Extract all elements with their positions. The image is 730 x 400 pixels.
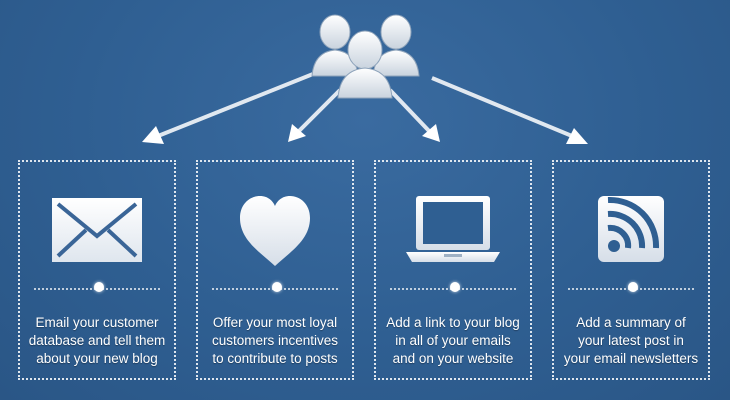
- card-text: Email your customer database and tell th…: [24, 314, 170, 368]
- card-text-line: Add a link to your blog: [386, 315, 520, 330]
- arrow-to-card-1: [142, 70, 319, 144]
- users-group-icon: [311, 14, 420, 99]
- card-text-line: Add a summary of: [576, 315, 686, 330]
- card-text-line: customers incentives: [211, 333, 339, 348]
- rss-icon: [598, 196, 664, 262]
- card-text-line: your email newsletters: [563, 351, 699, 366]
- card-dot: [272, 282, 282, 292]
- card-text-line: and on your website: [392, 351, 514, 366]
- heart-icon: [240, 196, 310, 266]
- card-offer-incentives: Offer your most loyal customers incentiv…: [196, 160, 354, 380]
- card-text-line: in all of your emails: [395, 333, 511, 348]
- card-add-link: Add a link to your blog in all of your e…: [374, 160, 532, 380]
- card-dot: [628, 282, 638, 292]
- card-text-line: Offer your most loyal: [212, 315, 338, 330]
- card-text-line: to contribute to posts: [212, 351, 338, 366]
- card-text: Offer your most loyal customers incentiv…: [202, 314, 348, 368]
- envelope-icon: [52, 198, 142, 262]
- arrow-to-card-2: [288, 88, 342, 142]
- card-text-line: your latest post in: [578, 333, 684, 348]
- laptop-icon: [406, 196, 500, 262]
- arrow-to-card-3: [388, 88, 440, 142]
- card-text-line: database and tell them: [28, 333, 166, 348]
- card-email-customers: Email your customer database and tell th…: [18, 160, 176, 380]
- card-newsletter-summary: Add a summary of your latest post in you…: [552, 160, 710, 380]
- arrow-to-card-4: [431, 76, 588, 144]
- card-dot: [94, 282, 104, 292]
- card-dot: [450, 282, 460, 292]
- card-text: Add a summary of your latest post in you…: [558, 314, 704, 368]
- card-text: Add a link to your blog in all of your e…: [380, 314, 526, 368]
- card-text-line: Email your customer: [35, 315, 159, 330]
- card-text-line: about your new blog: [36, 351, 158, 366]
